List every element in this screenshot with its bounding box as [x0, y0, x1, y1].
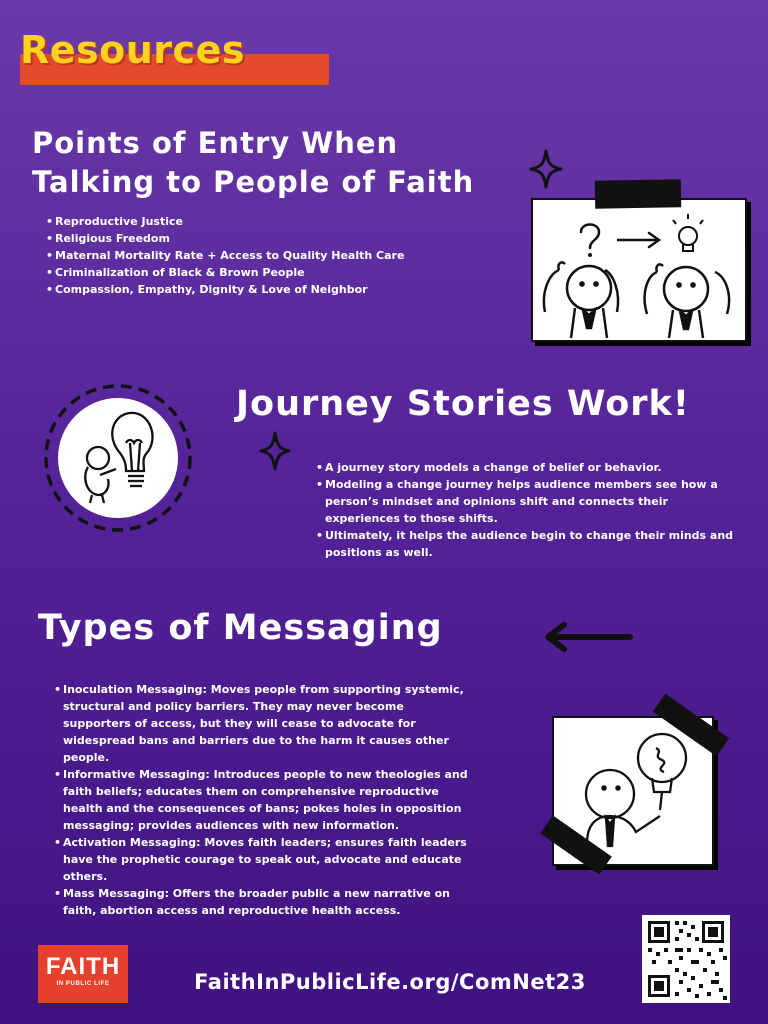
list-item: Criminalization of Black & Brown People [46, 264, 466, 281]
list-item: Maternal Mortality Rate + Access to Qual… [46, 247, 466, 264]
list-item: A journey story models a change of belie… [316, 459, 736, 476]
list-item: Activation Messaging: Moves faith leader… [54, 834, 474, 885]
small-person-illustration [84, 445, 117, 504]
list-item: Reproductive Justice [46, 213, 466, 230]
arrow-left-icon [545, 622, 633, 652]
logo-subtitle: IN PUBLIC LIFE [56, 981, 110, 987]
section-title-types-of-messaging: Types of Messaging [38, 608, 443, 648]
person-holding-balloon-illustration [584, 768, 661, 851]
points-of-entry-list: Reproductive Justice Religious Freedom M… [46, 213, 466, 298]
list-item: Modeling a change journey helps audience… [316, 476, 736, 527]
sparkle-icon [259, 431, 291, 471]
list-item: Religious Freedom [46, 230, 466, 247]
resources-heading: Resources [20, 28, 245, 72]
lightbulb-icon [111, 411, 154, 488]
list-item: Informative Messaging: Introduces people… [54, 766, 474, 834]
list-item: Compassion, Empathy, Dignity & Love of N… [46, 281, 466, 298]
qr-code-graphic [642, 915, 730, 1003]
list-item: Ultimately, it helps the audience begin … [316, 527, 736, 561]
question-mark-icon [579, 223, 601, 257]
logo-wordmark: FAITH [45, 953, 121, 980]
journey-stories-list: A journey story models a change of belie… [316, 459, 736, 561]
lightbulb-icon [672, 214, 704, 252]
lightbulb-icon [636, 732, 688, 811]
faith-in-public-life-logo[interactable]: FAITH IN PUBLIC LIFE [38, 945, 128, 1003]
section-title-journey-stories: Journey Stories Work! [236, 384, 690, 424]
sparkle-icon [529, 149, 563, 189]
lightbulb-person-badge [44, 384, 192, 532]
section-title-points-of-entry: Points of Entry When Talking to People o… [32, 126, 475, 199]
types-of-messaging-list: Inoculation Messaging: Moves people from… [54, 681, 474, 919]
qr-code[interactable] [642, 915, 730, 1003]
person-thinking-illustration [542, 261, 620, 339]
person-idea-illustration [643, 263, 731, 339]
illustration-idea-change [531, 179, 747, 342]
resources-header-bar [20, 54, 329, 85]
list-item: Mass Messaging: Offers the broader publi… [54, 885, 474, 919]
illustration-lightbulb-balloon [540, 693, 732, 876]
arrow-right-icon [617, 231, 662, 249]
footer-url-link[interactable]: FaithInPublicLife.org/ComNet23 [194, 970, 586, 994]
list-item: Inoculation Messaging: Moves people from… [54, 681, 474, 766]
